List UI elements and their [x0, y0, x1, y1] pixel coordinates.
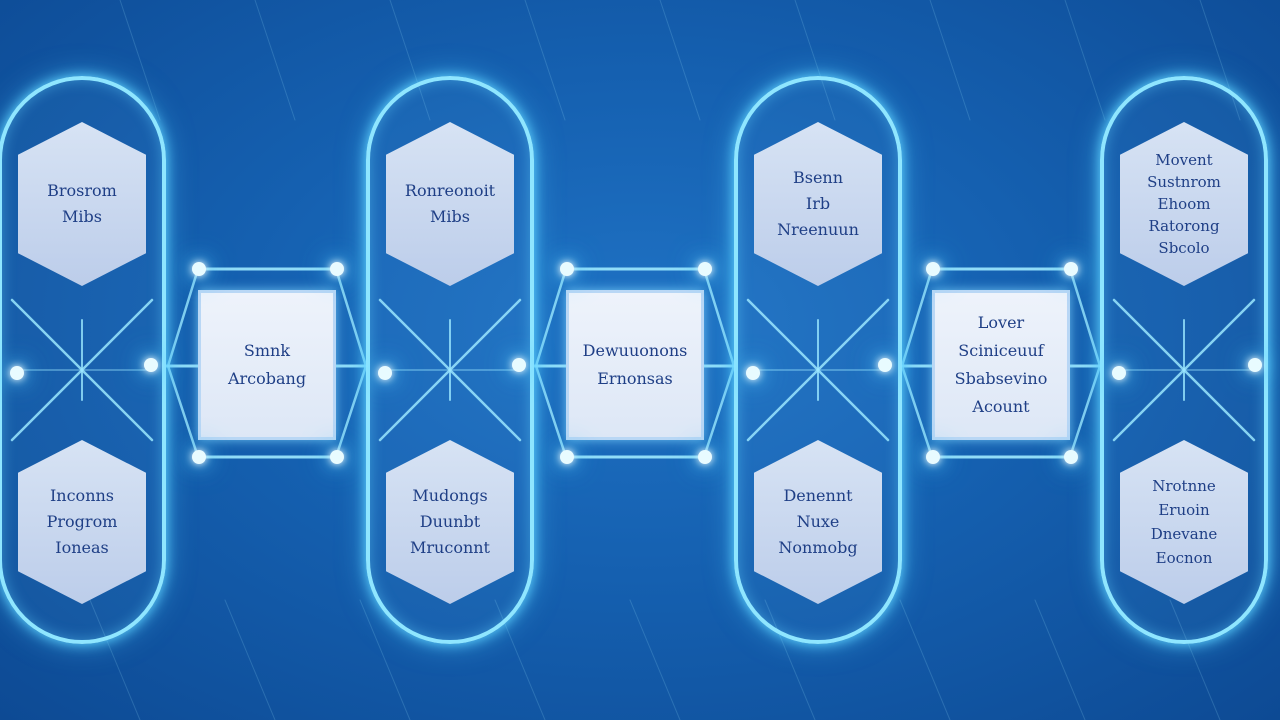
pod-4-bottom-node: Nrotnne Eruoin Dnevane Eocnon — [1120, 440, 1248, 604]
wire-line — [702, 364, 736, 459]
node-label: Brosrom — [47, 181, 117, 200]
node-label: Irb — [805, 194, 831, 213]
wire-line — [900, 267, 934, 368]
pod-4-top-node: Movent Sustnrom Ehoom Ratorong Sbcolo — [1120, 122, 1248, 286]
junction-glow — [560, 262, 574, 276]
card-label: Sciniceuuf — [958, 341, 1044, 360]
node-label: Progrom — [46, 512, 118, 531]
wire-line — [334, 267, 368, 368]
card-label: Lover — [977, 313, 1025, 332]
wire-line — [1064, 0, 1106, 121]
wire-line — [929, 0, 971, 121]
wire-line — [166, 364, 200, 459]
card-label: Arcobang — [227, 369, 307, 388]
wire-line — [629, 599, 681, 720]
node-label: Denennt — [783, 486, 853, 505]
node-label: Nuxe — [796, 512, 840, 531]
junction-glow — [192, 450, 206, 464]
wire-line — [119, 0, 161, 121]
wire-line — [524, 0, 566, 121]
junction-glow — [1112, 366, 1126, 380]
wire-line — [534, 267, 568, 368]
node-label: Nrotnne — [1152, 477, 1216, 495]
pod-1-top-node: Brosrom Mibs — [18, 122, 146, 286]
wire-line — [1034, 599, 1086, 720]
junction-glow — [330, 262, 344, 276]
junction-glow — [10, 366, 24, 380]
wire-line — [900, 364, 934, 459]
junction-glow — [926, 450, 940, 464]
pod-2-bottom-node: Mudongs Duunbt Mruconnt — [386, 440, 514, 604]
wire-line — [359, 599, 411, 720]
node-label: Sbcolo — [1158, 239, 1210, 257]
card-label: Dewuuonons — [582, 341, 688, 360]
wire-line — [659, 0, 701, 121]
node-label: Dnevane — [1150, 525, 1218, 543]
node-label: Eruoin — [1158, 501, 1210, 519]
node-label: Mibs — [62, 207, 102, 226]
junction-glow — [560, 450, 574, 464]
wire-line — [254, 0, 296, 121]
node-label: Mruconnt — [410, 538, 490, 557]
connector-card-2: Dewuuonons Ernonsas — [566, 290, 704, 440]
wire-line — [702, 267, 736, 368]
junction-glow — [378, 366, 392, 380]
node-label: Ioneas — [55, 538, 109, 557]
node-label: Ehoom — [1157, 195, 1211, 213]
wire-line — [1068, 364, 1102, 459]
junction-glow — [1248, 358, 1262, 372]
junction-glow — [192, 262, 206, 276]
wire-line — [534, 364, 568, 459]
junction-glow — [878, 358, 892, 372]
connector-card-3: Lover Sciniceuuf Sbabsevino Acount — [932, 290, 1070, 440]
card-label: Sbabsevino — [954, 369, 1048, 388]
wire-line — [166, 267, 200, 368]
node-label: Mudongs — [412, 486, 488, 505]
node-label: Sustnrom — [1147, 173, 1221, 191]
pod-3-top-node: Bsenn Irb Nreenuun — [754, 122, 882, 286]
card-label: Acount — [972, 397, 1030, 416]
node-label: Nonmobg — [778, 538, 858, 557]
junction-glow — [1064, 262, 1078, 276]
junction-glow — [926, 262, 940, 276]
node-label: Duunbt — [419, 512, 481, 531]
node-label: Eocnon — [1155, 549, 1213, 567]
junction-glow — [1064, 450, 1078, 464]
node-label: Inconns — [49, 486, 115, 505]
junction-glow — [698, 262, 712, 276]
node-label: Ratorong — [1148, 217, 1220, 235]
node-label: Bsenn — [792, 168, 844, 187]
junction-glow — [698, 450, 712, 464]
junction-glow — [746, 366, 760, 380]
junction-glow — [144, 358, 158, 372]
junction-glow — [512, 358, 526, 372]
pod-2-top-node: Ronreonoit Mibs — [386, 122, 514, 286]
card-label: Ernonsas — [597, 369, 673, 388]
node-label: Nreenuun — [777, 220, 859, 239]
connector-card-1: Smnk Arcobang — [198, 290, 336, 440]
node-label: Mibs — [430, 207, 470, 226]
node-label: Movent — [1155, 151, 1213, 169]
wire-line — [334, 364, 368, 459]
pod-1-bottom-node: Inconns Progrom Ioneas — [18, 440, 146, 604]
wire-line — [224, 599, 276, 720]
wire-line — [1068, 267, 1102, 368]
junction-glow — [330, 450, 344, 464]
card-label: Smnk — [243, 341, 291, 360]
pod-3-bottom-node: Denennt Nuxe Nonmobg — [754, 440, 882, 604]
node-label: Ronreonoit — [404, 181, 496, 200]
wire-line — [899, 599, 951, 720]
